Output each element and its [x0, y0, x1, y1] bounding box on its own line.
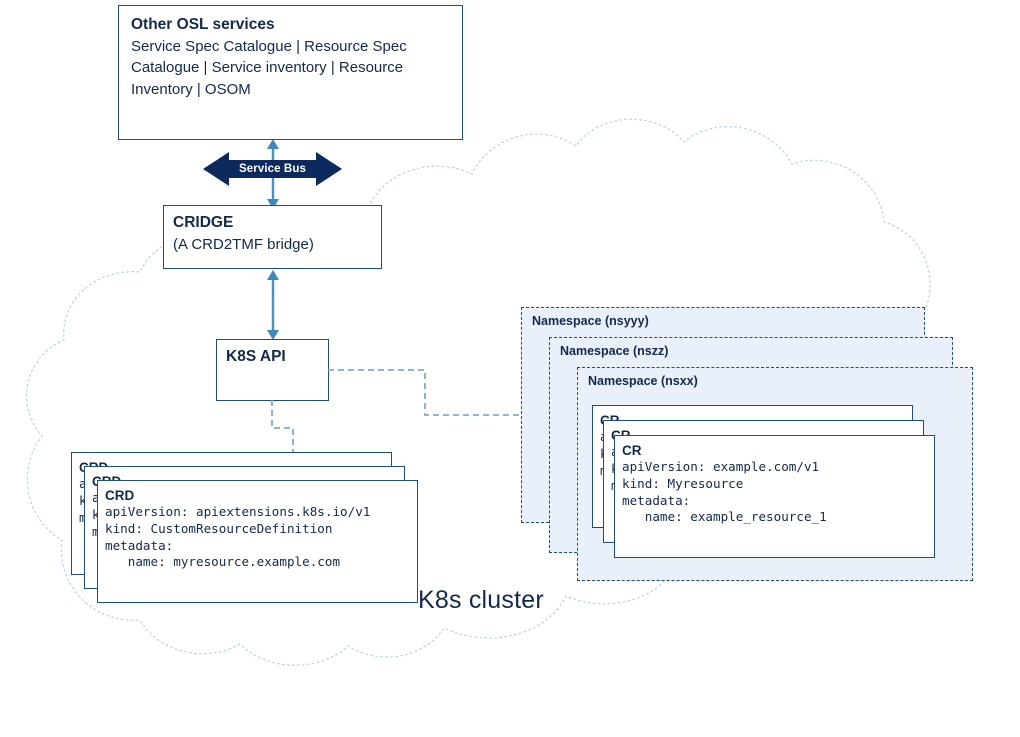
- service-bus-shape: [203, 152, 342, 186]
- other-osl-services-box: Other OSL services Service Spec Catalogu…: [118, 5, 463, 140]
- crd-card-front: CRD apiVersion: apiextensions.k8s.io/v1 …: [97, 480, 418, 603]
- namespace-label: Namespace (nsyyy): [532, 314, 649, 328]
- cridge-box: CRIDGE (A CRD2TMF bridge): [163, 205, 382, 269]
- k8sapi-to-crd-connector: [271, 400, 294, 456]
- cridge-to-k8sapi-arrow: [267, 270, 279, 340]
- crd-card-title: CRD: [105, 488, 135, 503]
- namespace-label: Namespace (nsxx): [588, 374, 698, 388]
- k8s-api-title: K8S API: [226, 348, 286, 365]
- crd-card-code: apiVersion: apiextensions.k8s.io/v1 kind…: [105, 504, 371, 570]
- cridge-subtitle: (A CRD2TMF bridge): [173, 235, 314, 253]
- cridge-title: CRIDGE: [173, 214, 234, 231]
- k8s-api-box: K8S API: [216, 339, 329, 401]
- cr-card-code: apiVersion: example.com/v1 kind: Myresou…: [622, 459, 827, 525]
- k8s-cluster-label: K8s cluster: [418, 586, 544, 614]
- service-bus-arrow: Service Bus: [203, 152, 342, 186]
- namespace-label: Namespace (nszz): [560, 344, 669, 358]
- osl-description: Service Spec Catalogue | Resource Spec C…: [131, 37, 407, 98]
- service-bus-label: Service Bus: [239, 163, 306, 175]
- cr-card-front: CR apiVersion: example.com/v1 kind: Myre…: [614, 435, 935, 558]
- cr-card-title: CR: [622, 443, 642, 458]
- osl-title: Other OSL services: [131, 16, 275, 33]
- k8sapi-to-namespaces-connector: [328, 369, 526, 416]
